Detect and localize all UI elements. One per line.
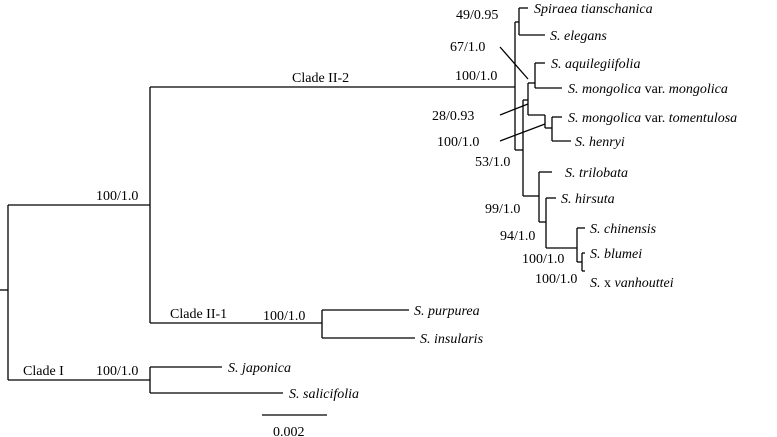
taxon-part: S. [590, 276, 601, 291]
support-clade-ii-1: 100/1.0 [263, 309, 305, 324]
support-spiraea-elegans: 49/0.95 [456, 8, 498, 23]
taxon-rank: var. [645, 82, 666, 97]
clade-label-ii-2: Clade II-2 [292, 71, 349, 86]
leader-28 [499, 103, 529, 116]
support-clade-i: 100/1.0 [96, 364, 138, 379]
taxon-vanhouttei: S. x vanhouttei [590, 276, 674, 291]
taxon-rank: var. [645, 111, 666, 126]
taxon-blumei: S. blumei [590, 247, 642, 262]
taxon-hirsuta: S. hirsuta [561, 192, 615, 207]
taxon-part: tomentulosa [669, 111, 737, 126]
support-clade-ii-2: 100/1.0 [455, 69, 497, 84]
support-blumei-vanhouttei: 100/1.0 [535, 272, 577, 287]
leader-100-henryi [499, 123, 546, 142]
taxon-japonica: S. japonica [228, 361, 291, 376]
taxon-mongolica-tomentulosa: S. mongolica var. tomentulosa [568, 111, 737, 126]
tree-branches [0, 7, 585, 416]
taxon-part: S. mongolica [568, 82, 641, 97]
taxon-insularis: S. insularis [420, 332, 484, 347]
taxon-labels: Spiraea tianschanica S. elegans S. aquil… [228, 2, 737, 402]
support-aquilegiifolia-group: 67/1.0 [450, 40, 485, 55]
taxon-salicifolia: S. salicifolia [289, 387, 359, 402]
clade-labels: Clade II-2 Clade II-1 Clade I [23, 71, 349, 379]
taxon-part: S. mongolica [568, 111, 641, 126]
taxon-elegans: S. elegans [550, 29, 607, 44]
support-values: 100/1.0 100/1.0 49/0.95 67/1.0 28/0.93 1… [96, 8, 577, 379]
leader-67 [499, 46, 529, 80]
support-tomentulosa-henryi-group: 28/0.93 [432, 109, 474, 124]
taxon-part: mongolica [669, 82, 728, 97]
support-chinensis-group: 94/1.0 [500, 229, 535, 244]
taxon-purpurea: S. purpurea [414, 304, 480, 319]
scale-bar-label: 0.002 [273, 425, 305, 437]
taxon-aquilegiifolia: S. aquilegiifolia [551, 57, 640, 72]
taxon-spiraea-tianschanica: Spiraea tianschanica [534, 2, 653, 17]
clade-label-ii-1: Clade II-1 [170, 307, 227, 322]
support-big-subclade: 53/1.0 [475, 155, 510, 170]
taxon-part: vanhouttei [615, 276, 674, 291]
taxon-hybrid-sign: x [604, 276, 611, 291]
taxon-henryi: S. henryi [575, 135, 625, 150]
taxon-trilobata: S. trilobata [565, 166, 628, 181]
clade-label-i: Clade I [23, 364, 64, 379]
taxon-chinensis: S. chinensis [590, 222, 657, 237]
support-blumei-group: 100/1.0 [522, 252, 564, 267]
support-root-clade-ii: 100/1.0 [96, 189, 138, 204]
support-hirsuta-group: 99/1.0 [485, 202, 520, 217]
taxon-mongolica-mongolica: S. mongolica var. mongolica [568, 82, 728, 97]
support-tomentulosa-henryi: 100/1.0 [437, 135, 479, 150]
